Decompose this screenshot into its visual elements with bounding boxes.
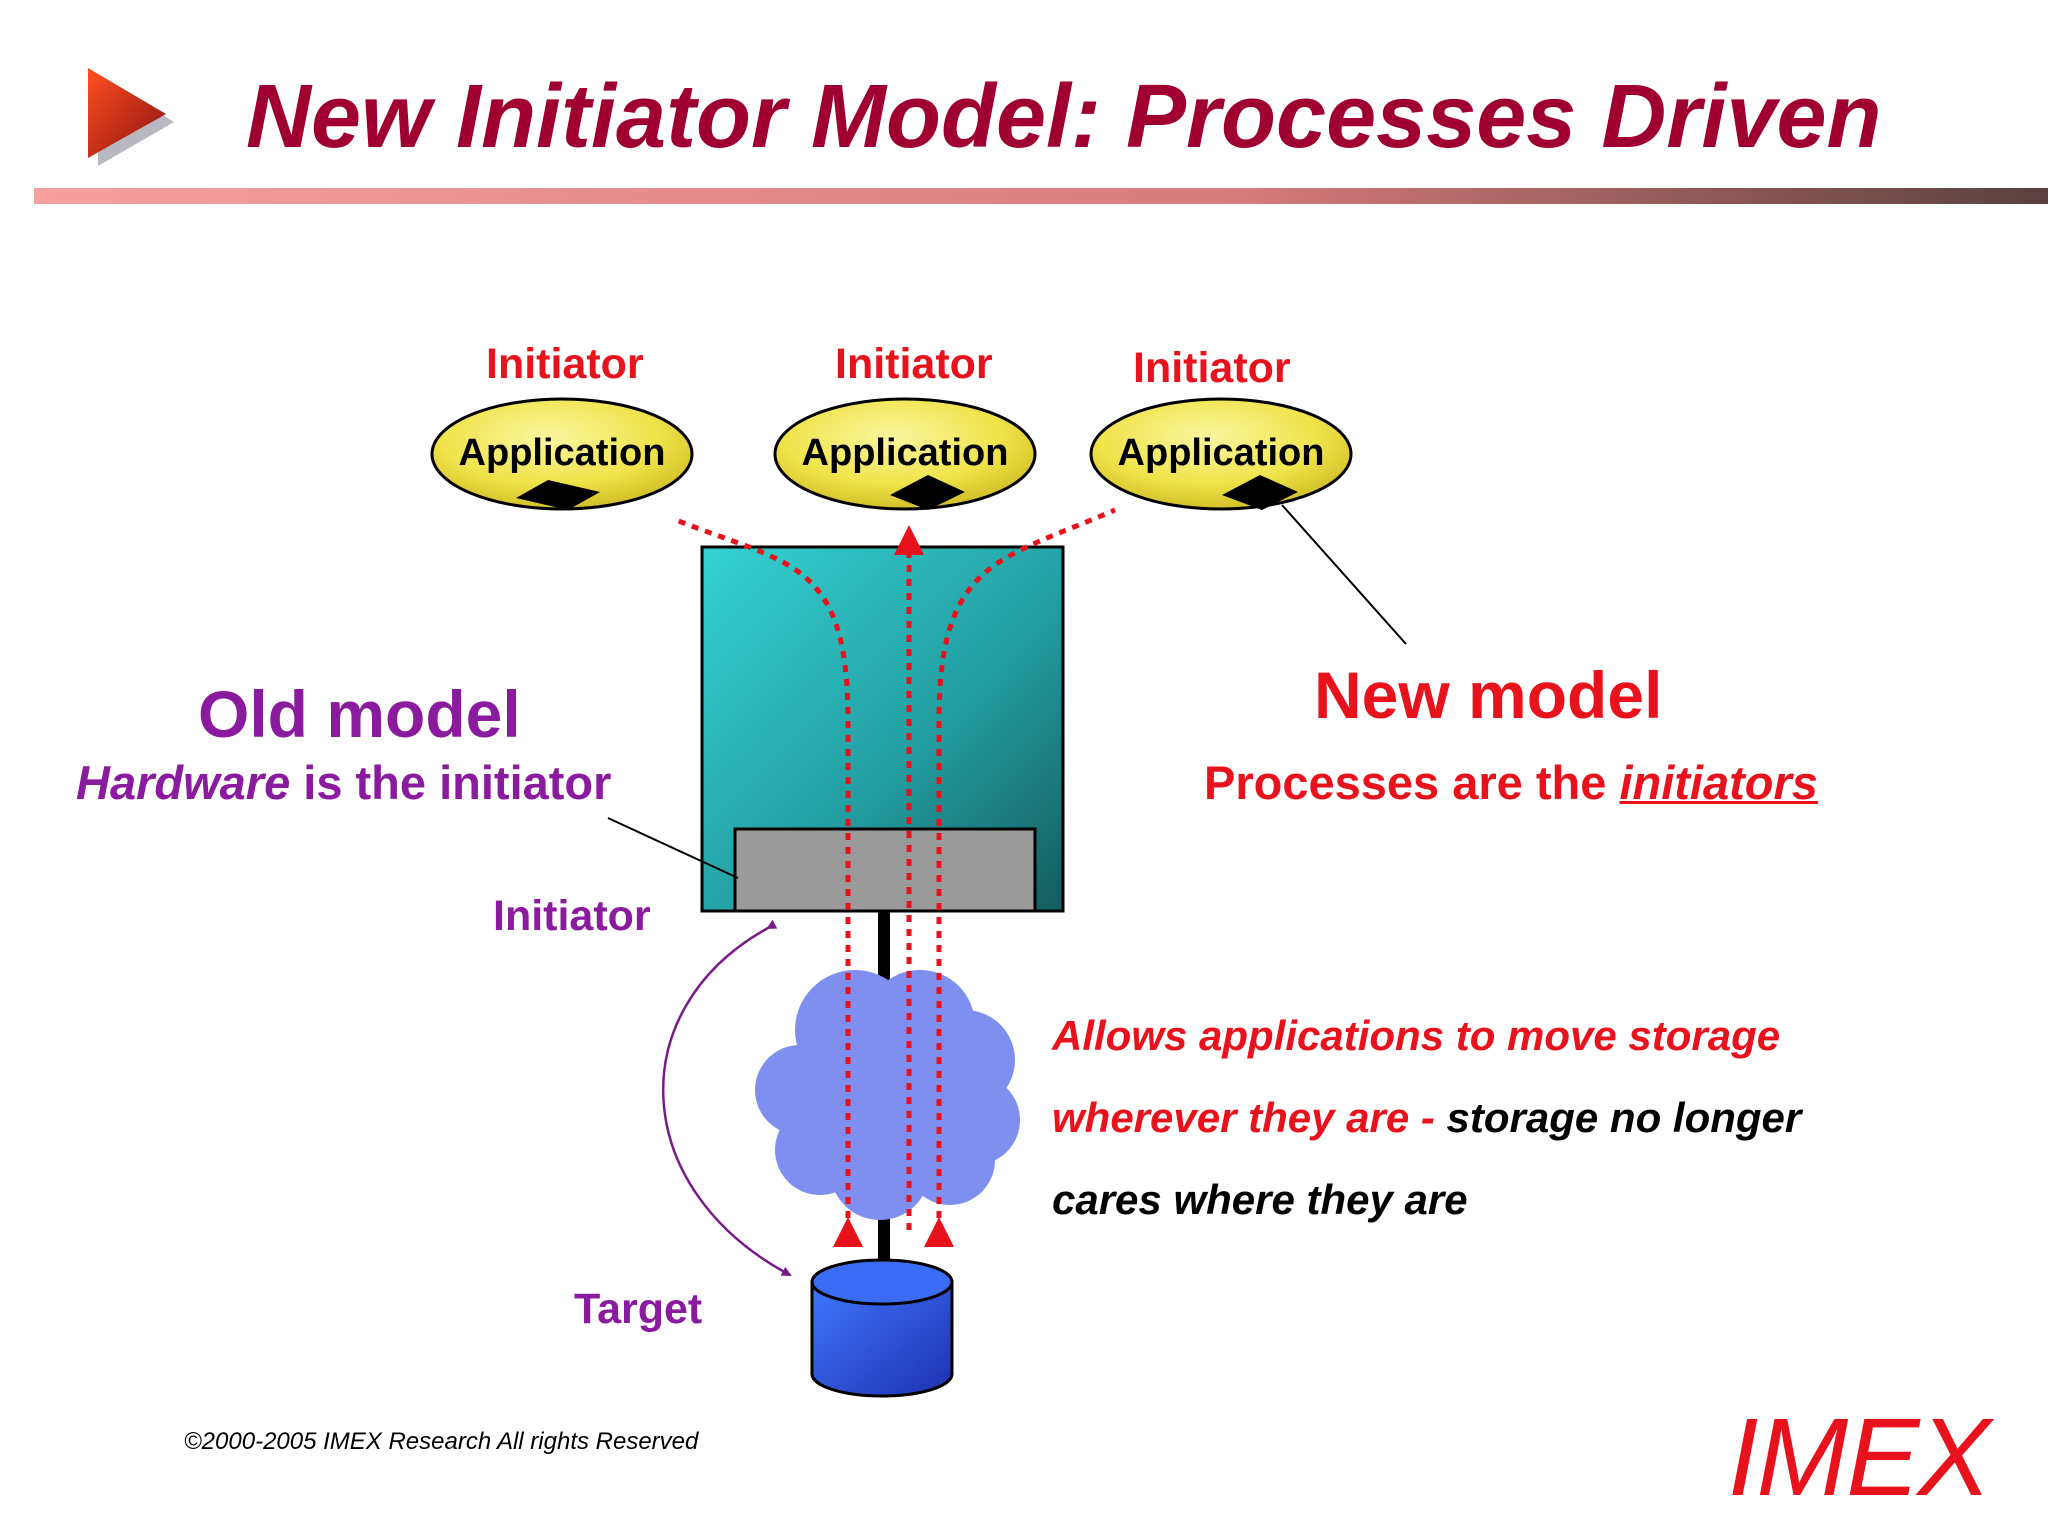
- old-model-subtitle-italic: Hardware: [76, 756, 291, 809]
- initiator-target-relation-arrow: [662, 919, 792, 1277]
- allows-line-2-red: wherever they are -: [1052, 1094, 1447, 1141]
- new-model-title: New model: [1314, 658, 1663, 732]
- new-model-subtitle-prefix: Processes are the: [1204, 756, 1620, 809]
- application-label-1: Application: [458, 432, 666, 474]
- target-label: Target: [574, 1285, 703, 1333]
- application-ellipse-1: [430, 397, 694, 511]
- copyright-notice: ©2000-2005 IMEX Research All rights Rese…: [184, 1428, 699, 1455]
- initiator-label-2: Initiator: [835, 340, 993, 388]
- application-diamond-icon: [890, 475, 965, 510]
- new-model-subtitle: Processes are the initiators: [1204, 755, 1818, 810]
- process-path-left-down: [675, 517, 863, 1247]
- application-diamond-icon: [516, 480, 600, 510]
- network-cloud-icon: [755, 970, 1020, 1220]
- process-path-arrows: [675, 507, 1116, 1247]
- new-model-pointer-line: [1281, 504, 1407, 645]
- title-separator-bar: [34, 188, 2048, 204]
- application-ellipse-2: [773, 397, 1037, 511]
- application-diamond-icon: [1222, 475, 1298, 510]
- old-model-subtitle: Hardware is the initiator: [76, 755, 611, 810]
- allows-line-1: Allows applications to move storage: [1052, 1012, 1781, 1059]
- imex-logo: IMEX: [1728, 1396, 1991, 1519]
- new-model-subtitle-emphasis: initiators: [1619, 756, 1818, 809]
- initiator-label-1: Initiator: [486, 340, 644, 388]
- process-path-right-down: [924, 507, 1116, 1247]
- allows-line-2: wherever they are - storage no longer: [1052, 1077, 1801, 1159]
- target-storage-cylinder-icon: [810, 1258, 954, 1398]
- allows-line-3: cares where they are: [1052, 1176, 1468, 1223]
- hardware-initiator-label: Initiator: [493, 892, 651, 940]
- old-model-title: Old model: [198, 677, 521, 751]
- allows-line-2-black: storage no longer: [1446, 1094, 1802, 1141]
- slide-title: New Initiator Model: Processes Driven: [246, 67, 1882, 167]
- application-ellipse-3: [1089, 397, 1353, 511]
- hardware-initiator-card: [733, 827, 1037, 913]
- title-bullet-icon: [88, 68, 174, 166]
- initiator-label-3: Initiator: [1133, 344, 1291, 392]
- old-model-subtitle-rest: is the initiator: [290, 756, 612, 809]
- application-label-2: Application: [801, 432, 1009, 474]
- application-label-3: Application: [1117, 432, 1325, 474]
- old-model-pointer-line: [607, 817, 739, 879]
- allows-statement: Allows applications to move storage wher…: [1052, 995, 1801, 1241]
